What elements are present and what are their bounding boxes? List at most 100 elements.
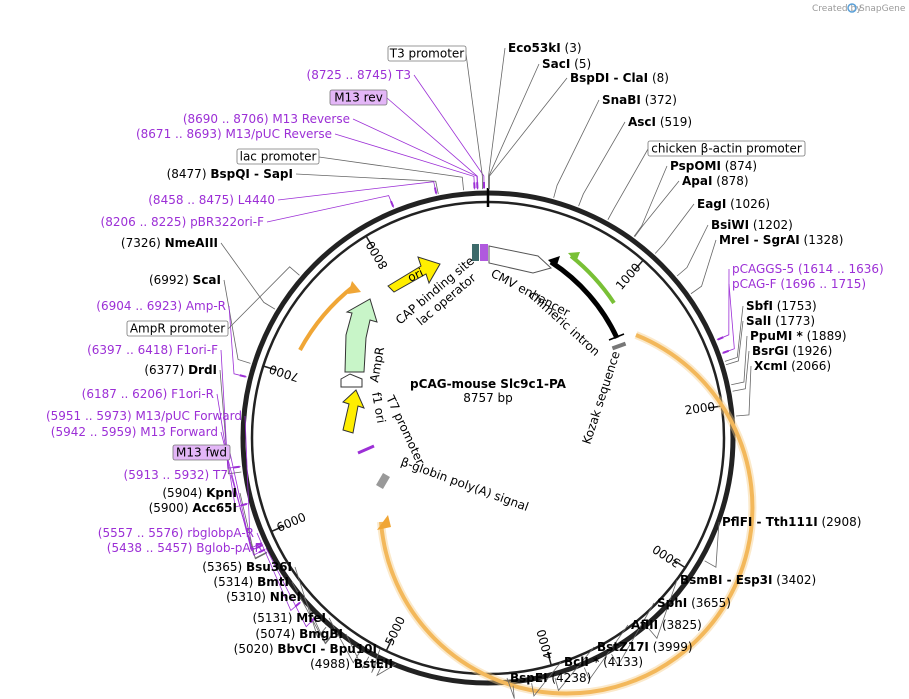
- restriction-site-label[interactable]: (8477) BspQI - SapI: [167, 167, 293, 181]
- restriction-site-label[interactable]: PpuMI * (1889): [750, 329, 847, 343]
- primer-label[interactable]: (6187 .. 6206) F1ori-R: [82, 387, 214, 401]
- cmv-enhancer-arrow[interactable]: [488, 245, 552, 274]
- primer-range: (8458 .. 8475): [148, 193, 238, 207]
- feature-box[interactable]: [387, 45, 467, 62]
- restriction-site-label[interactable]: EagI (1026): [697, 197, 770, 211]
- primer-label[interactable]: (8458 .. 8475) L4440: [148, 193, 275, 207]
- f1-ori-arrow[interactable]: [342, 389, 365, 434]
- site-name: BsrGI: [752, 344, 789, 358]
- labels: Eco53kI (3) SacI (5)BspDI - ClaI (8) SnaBI…: [46, 41, 884, 685]
- restriction-site-label[interactable]: PflFI - Tth111I (2908): [722, 515, 861, 529]
- site-leader: [291, 581, 334, 644]
- site-leader: [731, 335, 748, 386]
- restriction-site-label[interactable]: (5904) KpnI: [162, 486, 237, 500]
- site-position: (3402): [772, 573, 816, 587]
- primer-binding-mark: [433, 187, 438, 194]
- restriction-site-label[interactable]: (7326) NmeAIII: [121, 236, 218, 250]
- primer-label[interactable]: (5951 .. 5973) M13/pUC Forward: [46, 409, 242, 423]
- site-name: NmeAIII: [165, 236, 218, 250]
- site-position: (1026): [726, 197, 770, 211]
- site-position: (5): [570, 57, 591, 71]
- site-leader: [724, 305, 744, 362]
- restriction-site-label[interactable]: (5131) MfeI: [253, 611, 326, 625]
- primer-label[interactable]: (8671 .. 8693) M13/pUC Reverse: [136, 127, 332, 141]
- site-name: BstEII: [354, 657, 393, 671]
- restriction-site-label[interactable]: SacI (5): [542, 57, 591, 71]
- primer-label[interactable]: (8725 .. 8745) T3: [307, 68, 411, 82]
- primer-name: M13 Forward: [140, 425, 218, 439]
- restriction-site-label[interactable]: (5314) BmtI: [213, 575, 289, 589]
- feature-box[interactable]: [329, 89, 388, 106]
- site-position: (5131): [253, 611, 297, 625]
- restriction-site-label[interactable]: (5365) Bsu36I: [202, 560, 292, 574]
- plasmid-name: pCAG-mouse Slc9c1-PA: [410, 377, 567, 391]
- restriction-site-label[interactable]: (4988) BstEII: [310, 657, 393, 671]
- restriction-site-label[interactable]: BstZ17I (3999): [597, 640, 693, 654]
- primer-label[interactable]: (8206 .. 8225) pBR322ori-F: [101, 215, 265, 229]
- restriction-site-label[interactable]: AscI (519): [628, 115, 692, 129]
- restriction-site-label[interactable]: BsmBI - Esp3I (3402): [680, 573, 816, 587]
- primer-leader: [716, 268, 730, 341]
- chimeric-intron-arc[interactable]: [549, 259, 620, 340]
- feature-box[interactable]: [126, 320, 229, 337]
- site-leader: [676, 224, 709, 277]
- site-name: BspDI - ClaI: [570, 71, 648, 85]
- primer-label[interactable]: pCAG-F (1696 .. 1715): [732, 277, 866, 291]
- snapgene-logo-icon: [847, 3, 857, 13]
- restriction-site-label[interactable]: BspEI (4238): [510, 671, 591, 685]
- site-position: (6377): [144, 363, 188, 377]
- feature-box[interactable]: [647, 140, 806, 157]
- restriction-site-label[interactable]: ApaI (878): [682, 174, 749, 188]
- restriction-site-label[interactable]: (6377) DrdI: [144, 363, 217, 377]
- primer-label[interactable]: (5942 .. 5959) M13 Forward: [51, 425, 218, 439]
- restriction-site-label[interactable]: AflII (3825): [631, 618, 702, 632]
- restriction-site-label[interactable]: XcmI (2066): [754, 359, 831, 373]
- restriction-site-label[interactable]: (6992) ScaI: [149, 273, 221, 287]
- primer-label[interactable]: (5913 .. 5932) T7: [124, 468, 228, 482]
- restriction-site-label[interactable]: (5900) Acc65I: [149, 501, 237, 515]
- restriction-site-label[interactable]: SphI (3655): [657, 596, 731, 610]
- feature-box[interactable]: [172, 444, 231, 461]
- site-position: (5074): [255, 627, 299, 641]
- tick-mark: [365, 235, 374, 249]
- restriction-site-label[interactable]: BsiWI (1202): [711, 218, 793, 232]
- slc9c1-orf-arc[interactable]: [379, 333, 755, 696]
- ori-label: ori: [406, 266, 426, 285]
- left-orf-arc[interactable]: [298, 284, 356, 351]
- primer-label[interactable]: (5438 .. 5457) Bglob-pA-R: [107, 541, 263, 555]
- site-leader: [488, 63, 540, 190]
- restriction-site-label[interactable]: BclI * (4133): [564, 655, 643, 669]
- ori-arrow[interactable]: [387, 256, 441, 293]
- primer-label[interactable]: (8690 .. 8706) M13 Reverse: [183, 112, 350, 126]
- restriction-site-label[interactable]: MreI - SgrAI (1328): [719, 233, 843, 247]
- site-name: BsmBI - Esp3I: [680, 573, 772, 587]
- ampr-arrow[interactable]: [344, 298, 378, 373]
- site-position: (3): [561, 41, 582, 55]
- restriction-site-label[interactable]: Eco53kI (3): [508, 41, 582, 55]
- restriction-site-label[interactable]: (5074) BmgBI: [255, 627, 343, 641]
- restriction-site-label[interactable]: BsrGI (1926): [752, 344, 832, 358]
- primer-range: (5913 .. 5932): [124, 468, 214, 482]
- primer-range: (8671 .. 8693): [136, 127, 226, 141]
- restriction-site-label[interactable]: PspOMI (874): [670, 159, 757, 173]
- cap-binding-site-mark: [472, 244, 479, 261]
- tick-mark: [546, 651, 553, 666]
- leader-lines: [216, 47, 752, 699]
- feature-box[interactable]: [236, 148, 320, 165]
- restriction-site-label[interactable]: (5020) BbvCI - Bpu10I: [234, 642, 377, 656]
- restriction-site-label[interactable]: SbfI (1753): [746, 299, 817, 313]
- primer-label[interactable]: (6904 .. 6923) Amp-R: [96, 299, 226, 313]
- restriction-site-label[interactable]: SalI (1773): [746, 314, 815, 328]
- primer-leader: [228, 305, 247, 378]
- site-leader: [633, 165, 668, 237]
- tick-mark: [263, 365, 277, 371]
- restriction-site-label[interactable]: BspDI - ClaI (8): [570, 71, 669, 85]
- restriction-site-label[interactable]: (5310) NheI: [226, 590, 301, 604]
- site-leader: [239, 492, 267, 559]
- primer-label[interactable]: pCAGGS-5 (1614 .. 1636): [732, 262, 884, 276]
- site-name: ScaI: [193, 273, 221, 287]
- primer-label[interactable]: (5557 .. 5576) rbglobpA-R: [98, 526, 254, 540]
- restriction-site-label[interactable]: SnaBI (372): [602, 93, 677, 107]
- tick-label: 3000: [650, 542, 683, 570]
- primer-label[interactable]: (6397 .. 6418) F1ori-F: [87, 343, 218, 357]
